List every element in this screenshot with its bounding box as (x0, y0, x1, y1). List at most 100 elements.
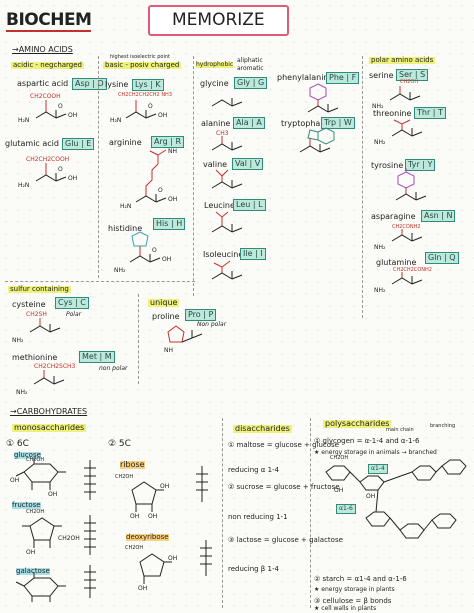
starch-line: ② starch = α1-4 and α-1-6 (314, 575, 407, 583)
histidine-name: histidine (108, 224, 143, 233)
valine-structure (211, 169, 243, 189)
valine-code: Val | V (232, 158, 264, 170)
svg-text:OH: OH (168, 555, 177, 562)
tyrosine-code: Tyr | Y (405, 159, 436, 171)
deoxyribose-structure: OH OH (138, 553, 177, 592)
glycine-name: glycine (200, 79, 229, 88)
aspartic-name: aspartic acid (17, 79, 69, 88)
alanine-structure (211, 136, 243, 151)
svg-text:OH: OH (160, 483, 169, 490)
svg-text:H₂N: H₂N (120, 203, 131, 210)
aspartic-side: CH2COOH (30, 93, 61, 100)
glutamine-structure: NH₂ (374, 272, 423, 294)
phenylalanine-code: Phe | F (326, 72, 360, 84)
svg-text:NH₂: NH₂ (114, 267, 126, 274)
svg-text:H₂N: H₂N (18, 117, 29, 124)
glycogen-alpha14-tag: α1-4 (368, 464, 388, 474)
leucine-structure (211, 211, 243, 233)
glutamine-side: CH2CH2CONH2 (393, 267, 432, 273)
leucine-code: Leu | L (233, 199, 266, 211)
arginine-name: arginine (109, 138, 142, 147)
six-carbon-label: ① 6C (6, 439, 29, 449)
svg-text:NH₂: NH₂ (372, 103, 384, 110)
deoxyribose-fischer (200, 540, 212, 576)
maltose-line: ① maltose = glucose + glucose (228, 441, 339, 449)
glucose-ch2oh: CH2OH (26, 457, 45, 463)
cysteine-name: cysteine (12, 300, 46, 309)
svg-text:O: O (148, 103, 153, 110)
glycogen-ch2oh: CH2OH (330, 455, 349, 461)
svg-text:H₂N: H₂N (18, 182, 29, 189)
mono-label: monosaccharides (12, 423, 87, 432)
svg-text:OH: OH (26, 549, 35, 556)
isoleucine-code: Ile | I (240, 248, 266, 260)
carbs-heading: →CARBOHYDRATES (10, 407, 88, 416)
glutamic-code: Glu | E (62, 138, 95, 150)
deoxyribose-ch2oh: CH2OH (125, 545, 144, 551)
glycogen-branch-note: branching (430, 423, 456, 429)
asparagine-side: CH2CONH2 (392, 224, 421, 230)
sucrose-reducing: non reducing 1-1 (228, 513, 288, 521)
svg-text:OH: OH (68, 175, 77, 182)
tryptophan-structure (299, 127, 335, 153)
leucine-name: Leucine (204, 201, 235, 210)
di-label: disaccharides (233, 424, 292, 433)
glutamine-code: Gln | Q (425, 252, 459, 264)
svg-text:NH₂: NH₂ (12, 337, 24, 344)
glycogen-note: ★ energy storage in animals → branched (314, 449, 437, 456)
glutamic-side: CH2CH2COOH (26, 156, 70, 163)
glycogen-line: ① glycogen = α-1-4 and α-1-6 (314, 437, 420, 445)
svg-text:O: O (158, 187, 163, 194)
glutamine-name: glutamine (376, 258, 417, 267)
tyrosine-name: tyrosine (371, 161, 404, 170)
glycine-structure (211, 98, 243, 107)
page-title: BIOCHEM (6, 10, 92, 32)
ribose-ch2oh: CH2OH (115, 474, 134, 480)
methionine-code: Met | M (79, 351, 115, 363)
lactose-reducing: reducing β 1-4 (228, 565, 279, 573)
amino-acids-heading: →AMINO ACIDS (12, 45, 73, 54)
divider-1 (98, 56, 99, 278)
serine-side: CH2OH (400, 79, 419, 85)
glycine-code: Gly | G (234, 77, 268, 89)
svg-text:NH₂: NH₂ (374, 139, 386, 146)
glycogen-alpha16-tag: α1-6 (336, 504, 356, 514)
ribose-fischer (196, 466, 208, 502)
tyrosine-structure (395, 168, 427, 201)
proline-structure: NH (164, 325, 203, 354)
galactose-label: galactose (16, 567, 50, 575)
divider-3 (362, 56, 363, 318)
svg-text:OH: OH (334, 487, 343, 494)
acidic-label: acidic - negcharged (11, 61, 85, 69)
asparagine-code: Asn | N (421, 210, 456, 222)
svg-text:OH: OH (148, 513, 157, 520)
deoxyribose-label: deoxyribose (126, 533, 169, 541)
aromatic-label: aromatic (237, 65, 264, 72)
tryptophan-name: tryptophan (281, 119, 326, 128)
unique-label: unique (148, 298, 180, 307)
svg-text:O: O (152, 247, 157, 254)
glycogen-main-note: main chain (386, 427, 414, 433)
hydrophobic-label: hydrophobic (196, 61, 234, 68)
svg-text:OH: OH (168, 196, 177, 203)
tryptophan-code: Trp | W (321, 117, 355, 129)
phenylalanine-name: phenylalanine (277, 73, 334, 82)
cysteine-note: Polar (66, 311, 82, 318)
lysine-code: Lys | K (132, 79, 164, 91)
arginine-code: Arg | R (151, 136, 185, 148)
svg-text:OH: OH (68, 112, 77, 119)
methionine-side: CH2CH2SCH3 (34, 363, 76, 370)
five-carbon-label: ② 5C (108, 439, 131, 449)
methionine-note: non polar (99, 365, 128, 372)
sucrose-line: ② sucrose = glucose + fructose (228, 483, 340, 491)
divider-2 (193, 56, 194, 296)
svg-text:OH: OH (138, 585, 147, 592)
svg-text:OH: OH (366, 493, 375, 500)
galactose-structure (15, 572, 66, 602)
polar-label: polar amino acids (369, 56, 436, 64)
maltose-reducing: reducing α 1-4 (228, 466, 280, 474)
divider-5 (222, 418, 223, 608)
